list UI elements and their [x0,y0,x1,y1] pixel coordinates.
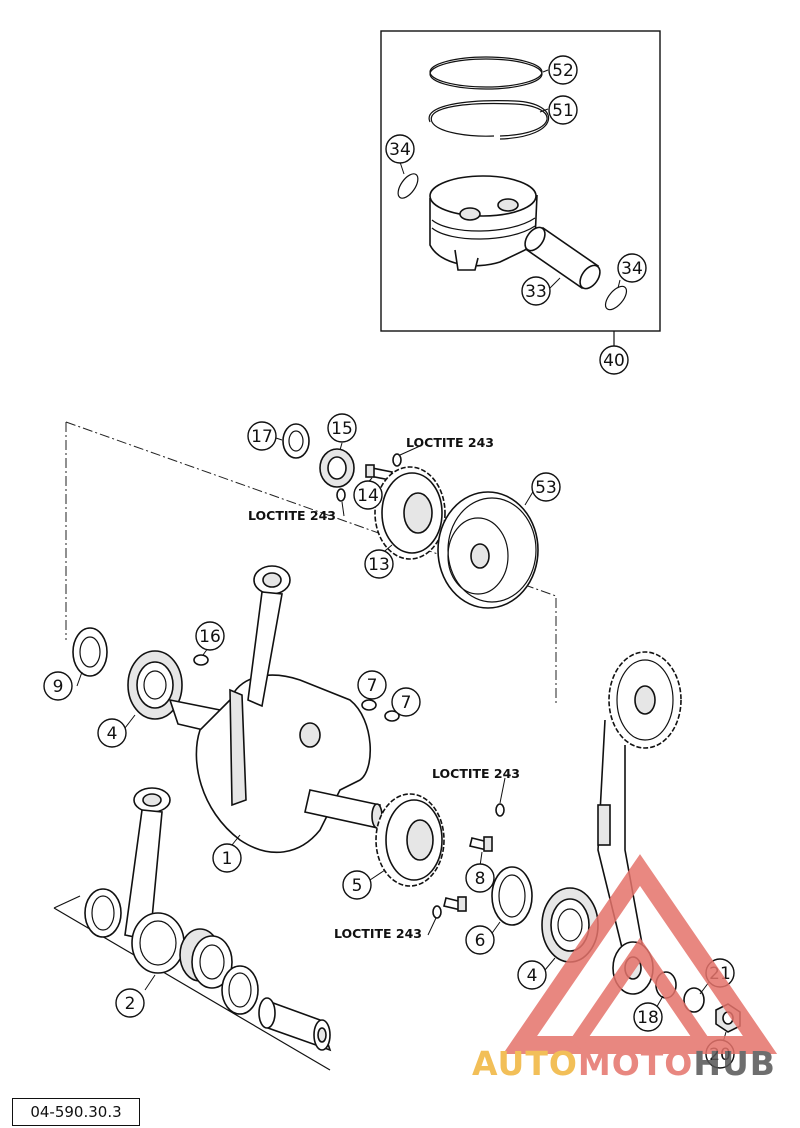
watermark-text: HUB [693,1044,776,1083]
circlip-34-right [604,285,628,311]
crank-pin [258,997,332,1052]
part-callout-52: 52 [548,55,578,85]
callout-number: 15 [331,419,353,439]
callout-number: 17 [251,427,273,447]
callout-number: 13 [368,555,390,575]
piston [429,175,538,271]
watermark-logo: AUTOMOTOHUB [472,854,778,1083]
callout-number: 4 [527,966,538,986]
piston-ring-52 [429,56,543,90]
screw-8 [469,836,493,852]
callout-number: 18 [637,1008,659,1028]
seal-9 [72,627,108,677]
dowel [336,488,346,502]
circlip-34-left [397,173,419,199]
dowel [432,905,442,919]
watermark-text: AUTO [472,1044,578,1083]
dowel [495,803,505,817]
svg-text:AUTOMOTOHUB: AUTOMOTOHUB [472,1044,776,1083]
key-7 [361,699,377,711]
flywheel-53 [437,491,539,609]
part-callout-17: 17 [247,421,277,451]
part-callout-1: 1 [212,843,242,873]
part-callout-14: 14 [353,480,383,510]
part-callout-16: 16 [195,621,225,651]
gear-13 [374,466,446,560]
washer-6 [491,866,533,926]
callout-number: 7 [367,676,378,696]
bearing-15 [319,448,355,488]
callout-number: 14 [357,486,379,506]
piston-kit-frame [380,30,661,332]
watermark-text: MOTO [578,1044,693,1083]
part-callout-2: 2 [115,988,145,1018]
part-callout-5: 5 [342,870,372,900]
part-callout-8: 8 [465,863,495,893]
washer-21 [683,987,705,1013]
bearing-4-left [127,650,183,720]
callout-number: 6 [475,931,486,951]
loctite-note: LOCTITE 243 [432,766,520,781]
part-callout-40: 40 [599,345,629,375]
loctite-note: LOCTITE 243 [406,435,494,450]
part-callout-4a: 4 [97,718,127,748]
diagram-code: 04-590.30.3 [12,1098,140,1126]
connecting-rod-upper [247,565,291,708]
callout-number: 33 [525,282,547,302]
callout-number: 52 [552,61,574,81]
callout-number: 5 [352,876,363,896]
loctite-note: LOCTITE 243 [248,508,336,523]
part-callout-9: 9 [43,671,73,701]
callout-number: 34 [621,259,643,279]
part-callout-13: 13 [364,549,394,579]
part-callout-33: 33 [521,276,551,306]
callout-number: 51 [552,101,574,121]
callout-number: 53 [535,478,557,498]
crankshaft [168,674,383,854]
part-callout-34b: 34 [617,253,647,283]
part-callout-34a: 34 [385,134,415,164]
callout-number: 34 [389,140,411,160]
dowel [392,453,402,467]
piston-ring-51 [428,100,549,140]
screw-8 [443,896,467,912]
gear-5 [375,793,445,887]
key-16 [193,654,209,666]
part-callout-4b: 4 [517,960,547,990]
callout-number: 2 [125,994,136,1014]
part-callout-53: 53 [531,472,561,502]
callout-number: 7 [401,693,412,713]
part-callout-18: 18 [633,1002,663,1032]
callout-number: 9 [53,677,64,697]
callout-number: 8 [475,869,486,889]
part-callout-6: 6 [465,925,495,955]
key-7 [384,710,400,722]
needle-bearing [179,928,233,989]
callout-number: 1 [222,849,233,869]
callout-number: 4 [107,724,118,744]
conrod-kit [53,787,332,1071]
part-callout-7a: 7 [357,670,387,700]
callout-number: 16 [199,627,221,647]
callout-number: 40 [603,351,625,371]
part-callout-7b: 7 [391,687,421,717]
part-callout-51: 51 [548,95,578,125]
seal-17 [282,423,310,459]
piston-pin [524,226,601,290]
part-callout-15: 15 [327,413,357,443]
loctite-note: LOCTITE 243 [334,926,422,941]
